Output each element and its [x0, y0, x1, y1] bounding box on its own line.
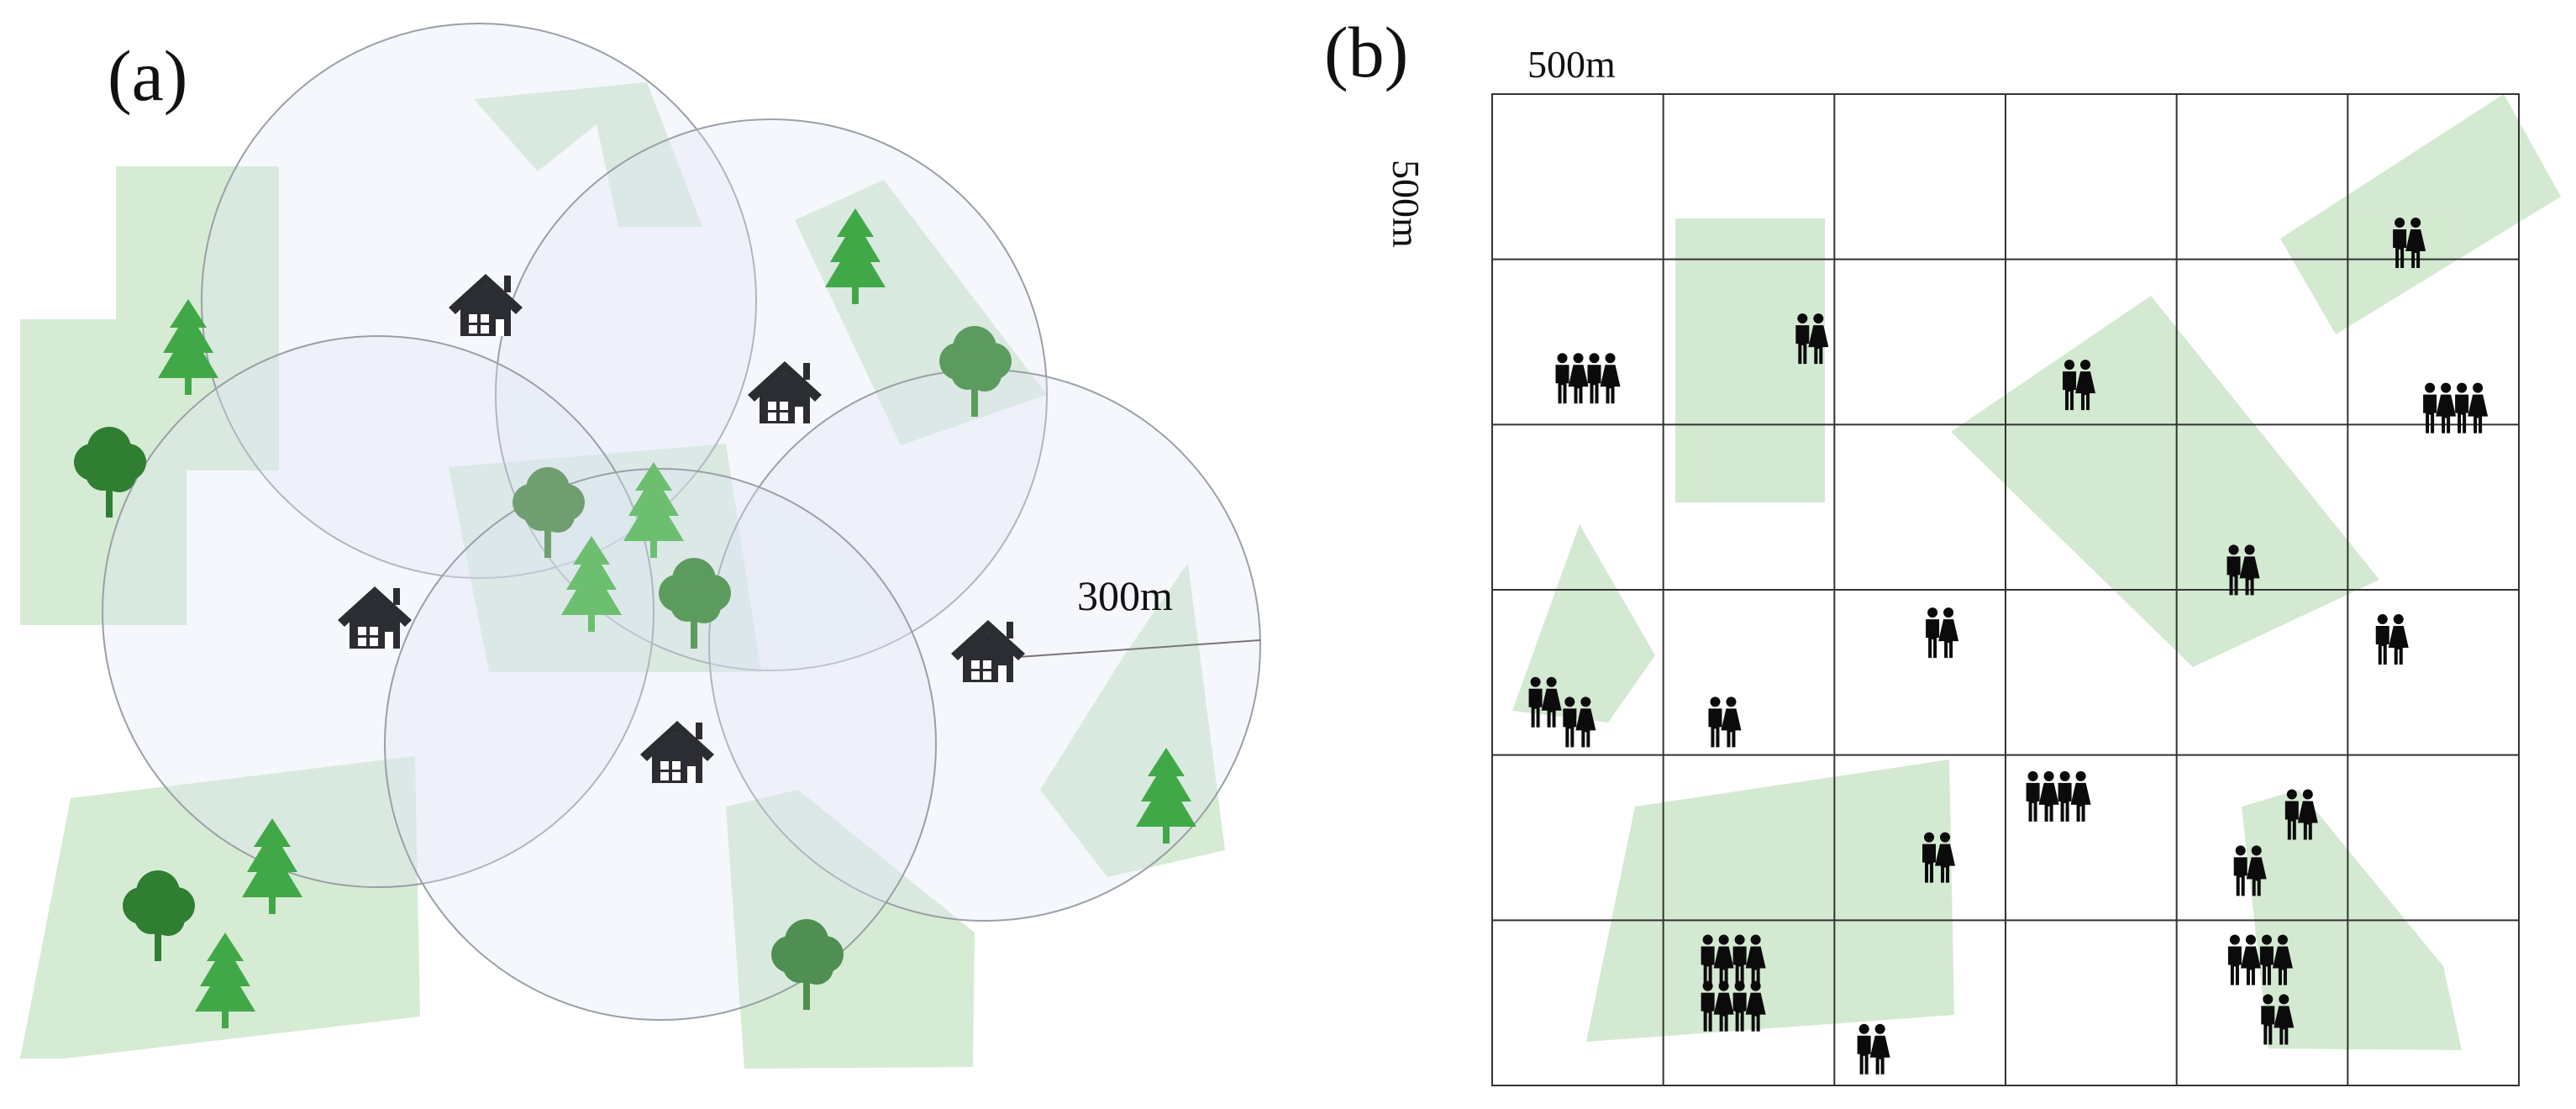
woman-icon — [1869, 1023, 1890, 1075]
people-group-icon — [1708, 696, 1742, 748]
grid-height-label: 500m — [1385, 160, 1427, 248]
people-group-icon — [2026, 770, 2091, 822]
grid-lines — [1492, 94, 2519, 1085]
woman-icon — [2388, 614, 2409, 665]
people-group-icon — [1555, 353, 1621, 404]
people-group-icon — [1926, 607, 1959, 659]
panel-b-label: (b) — [1324, 12, 1409, 92]
man-icon — [2233, 845, 2247, 896]
woman-icon — [1721, 696, 1742, 748]
woman-icon — [2038, 770, 2059, 822]
man-icon — [2423, 382, 2437, 434]
man-icon — [2026, 770, 2040, 822]
people-group-icon — [2423, 382, 2489, 434]
woman-icon — [1568, 353, 1589, 404]
woman-icon — [2436, 382, 2457, 434]
man-icon — [1555, 353, 1569, 404]
woman-icon — [2070, 770, 2091, 822]
man-icon — [2375, 614, 2389, 665]
green-patches-b — [1512, 94, 2561, 1050]
people-group-icon — [1857, 1023, 1890, 1075]
panel-a-label: (a) — [108, 35, 188, 116]
man-icon — [1587, 353, 1601, 404]
panel-a — [20, 23, 1261, 1069]
man-icon — [2227, 934, 2242, 985]
man-icon — [1708, 696, 1722, 748]
radius-line — [1017, 639, 1261, 658]
woman-icon — [1600, 353, 1621, 404]
woman-icon — [1938, 607, 1959, 659]
grid-width-label: 500m — [1527, 43, 1616, 86]
radius-label: 300m — [1077, 572, 1173, 619]
man-icon — [2455, 382, 2469, 434]
woman-icon — [2468, 382, 2489, 434]
man-icon — [1926, 607, 1940, 659]
man-icon — [2058, 770, 2072, 822]
man-icon — [1857, 1023, 1871, 1075]
people-group-icon — [2375, 614, 2409, 665]
panel-b — [1491, 93, 2561, 1086]
